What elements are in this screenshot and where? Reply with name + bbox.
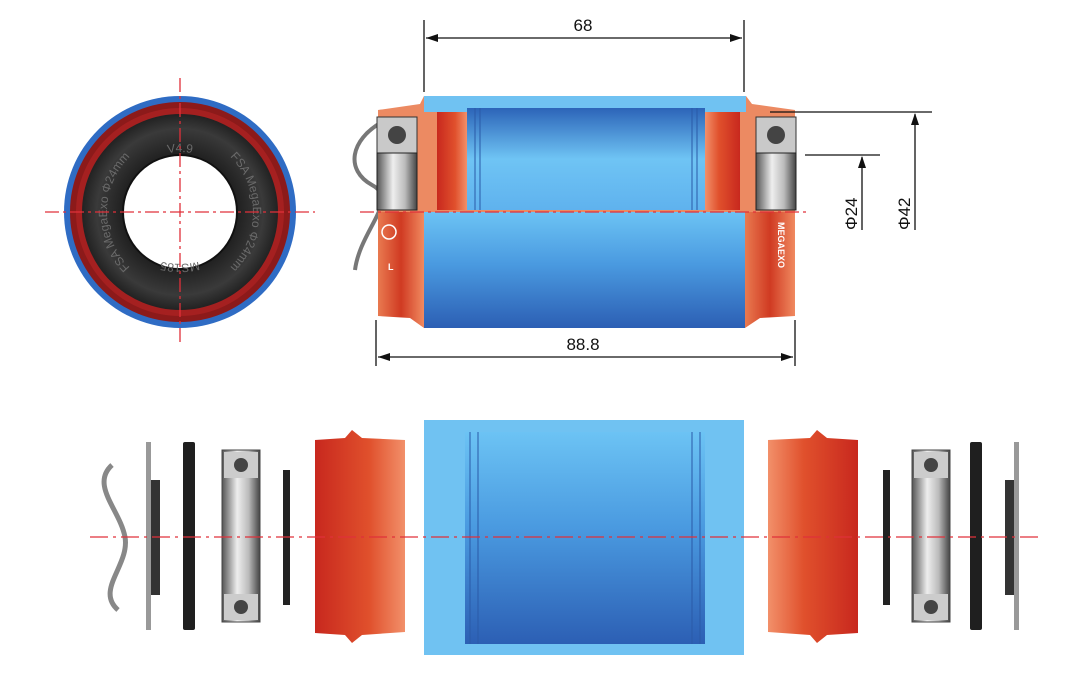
right-cup-inner-section — [705, 112, 740, 210]
dim-24-label: Φ24 — [842, 198, 861, 230]
bearing-right — [911, 449, 951, 623]
bearing-end-view: V4.9 FSA MegaExo Φ24mm FSA MegaExo Φ24mm… — [45, 78, 315, 345]
left-cup-inner-section — [437, 112, 467, 210]
dimension-lines — [375, 20, 932, 366]
dust-plate-left — [146, 442, 151, 630]
bearing-right-ball-top — [924, 458, 938, 472]
dust-plate-right-hub — [1005, 480, 1014, 595]
left-bearing-body — [376, 152, 418, 211]
left-cup-marking: L — [388, 262, 394, 272]
dim-88-label: 88.8 — [566, 335, 599, 354]
shim-right — [883, 470, 890, 605]
fsa-logo — [381, 224, 397, 240]
assembled-view: L MEGAEXO — [352, 96, 810, 328]
dim-42-label: Φ42 — [895, 198, 914, 230]
seal-left — [183, 442, 195, 630]
exploded-view — [90, 420, 1040, 655]
spindle-tube-section — [467, 108, 705, 210]
right-bearing-ball — [767, 126, 785, 144]
dim-24-arrow — [858, 156, 866, 168]
right-bearing-body — [755, 152, 797, 211]
left-bearing-ball — [388, 126, 406, 144]
bearing-left — [221, 449, 261, 623]
seal-right — [970, 442, 982, 630]
right-cup-marking: MEGAEXO — [776, 222, 786, 268]
cup-left-exploded — [315, 430, 405, 643]
left-cup — [378, 212, 424, 328]
wave-washer — [352, 120, 384, 271]
bearing-left-ball-bottom — [234, 600, 248, 614]
dust-plate-right — [1014, 442, 1019, 630]
dim-42-arrow — [911, 113, 919, 125]
dim-68-label: 68 — [574, 16, 593, 35]
tube-exploded — [465, 432, 705, 644]
spindle-tube — [424, 212, 745, 328]
bearing-left-ball-top — [234, 458, 248, 472]
bearing-right-ball-bottom — [924, 600, 938, 614]
right-cup — [745, 212, 795, 328]
